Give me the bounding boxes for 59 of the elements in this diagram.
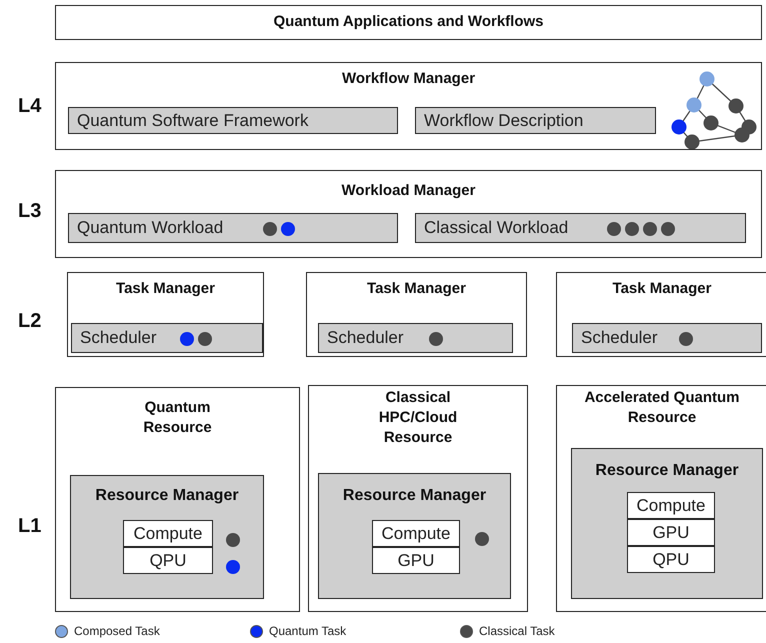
box-label: Scheduler bbox=[327, 328, 404, 348]
box-label: Compute bbox=[382, 524, 450, 544]
component-box bbox=[372, 547, 460, 574]
panel-title: Workflow Manager bbox=[340, 69, 476, 89]
layer-panel bbox=[55, 387, 300, 612]
layer-panel bbox=[67, 272, 264, 357]
panel-title: Quantum Resource bbox=[142, 398, 213, 438]
box-label: QPU bbox=[150, 550, 186, 570]
component-box bbox=[123, 547, 213, 574]
box-label: Quantum Workload bbox=[77, 218, 224, 238]
manager-panel bbox=[571, 448, 763, 599]
box-label: Classical Workload bbox=[424, 218, 568, 238]
box-label: QPU bbox=[652, 550, 690, 570]
component-box bbox=[415, 107, 656, 134]
component-box bbox=[318, 323, 513, 353]
layer-label: L4 bbox=[18, 95, 42, 118]
box-label: GPU bbox=[398, 550, 434, 570]
component-box bbox=[572, 323, 762, 353]
layer-label: L3 bbox=[18, 200, 42, 223]
panel-title: Accelerated Quantum Resource bbox=[583, 388, 741, 428]
layer-panel bbox=[55, 170, 762, 258]
layer-panel bbox=[556, 272, 766, 357]
manager-panel bbox=[318, 473, 511, 599]
box-label: Compute bbox=[134, 524, 202, 544]
legend-label: Composed Task bbox=[74, 624, 160, 638]
component-box bbox=[627, 519, 715, 546]
panel-title: Resource Manager bbox=[342, 486, 488, 506]
box-title: Quantum Applications and Workflows bbox=[272, 12, 544, 32]
box-label: Scheduler bbox=[80, 328, 157, 348]
panel-title: Resource Manager bbox=[594, 461, 740, 481]
layer-label: L2 bbox=[18, 310, 42, 333]
layer-panel bbox=[306, 272, 527, 357]
layer-panel bbox=[556, 385, 766, 612]
component-box bbox=[372, 520, 460, 547]
panel-title: Task Manager bbox=[612, 279, 712, 299]
box-label: Workflow Description bbox=[424, 110, 584, 130]
panel-title: Classical HPC/Cloud Resource bbox=[378, 388, 458, 448]
layer-panel bbox=[308, 385, 528, 612]
legend-label: Quantum Task bbox=[269, 624, 346, 638]
panel-title: Resource Manager bbox=[94, 486, 240, 506]
panel-title: Workload Manager bbox=[340, 181, 476, 201]
box-label: GPU bbox=[652, 522, 690, 542]
box-label: Quantum Software Framework bbox=[77, 110, 308, 130]
manager-panel bbox=[70, 475, 264, 599]
box-label: Compute bbox=[636, 496, 706, 516]
component-box bbox=[123, 520, 213, 547]
component-box bbox=[68, 213, 398, 243]
panel-title: Task Manager bbox=[366, 279, 467, 299]
box-label: Scheduler bbox=[581, 328, 658, 348]
component-box bbox=[627, 492, 715, 519]
component-box bbox=[71, 323, 263, 353]
panel-title: Task Manager bbox=[115, 279, 216, 299]
component-box bbox=[68, 107, 398, 134]
legend-label: Classical Task bbox=[479, 624, 555, 638]
layer-panel bbox=[55, 62, 762, 150]
component-box bbox=[627, 546, 715, 573]
header-bar bbox=[55, 5, 762, 40]
layer-label: L1 bbox=[18, 515, 42, 538]
component-box bbox=[415, 213, 746, 243]
